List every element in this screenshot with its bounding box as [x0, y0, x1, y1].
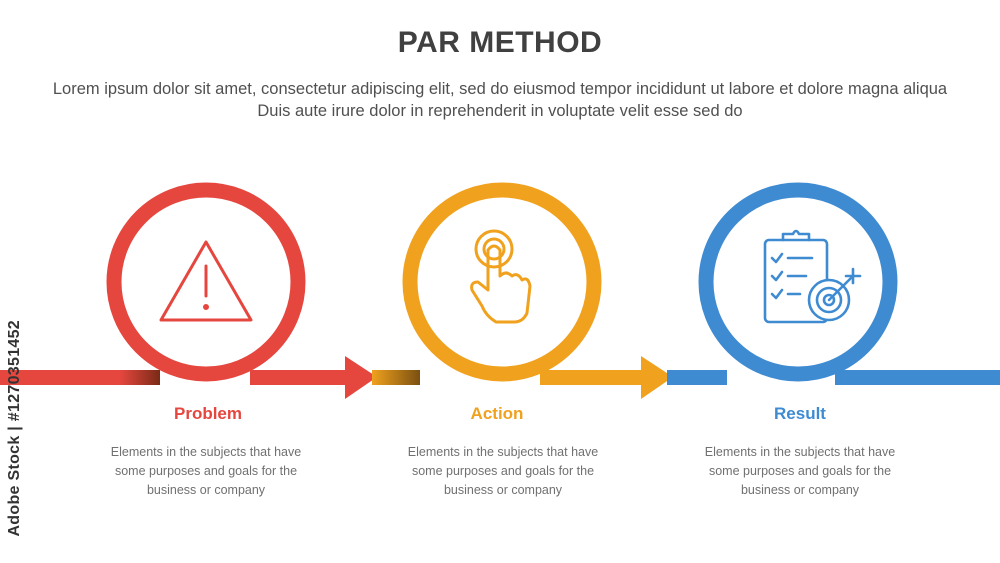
step-result-graphic	[667, 182, 1000, 385]
step-problem-band-shadow	[120, 370, 160, 385]
step-result-description: Elements in the subjects that have some …	[704, 445, 896, 497]
step-action-ring	[402, 182, 602, 382]
step-result-label: Result	[774, 404, 826, 423]
step-action-description: Elements in the subjects that have some …	[407, 445, 599, 497]
step-result-band-end	[835, 370, 1000, 385]
step-result-ring	[698, 182, 898, 382]
step-problem-band	[0, 370, 120, 385]
warning-triangle-icon	[159, 240, 253, 322]
step-action-band-shadow	[372, 370, 420, 385]
page-title: PAR METHOD	[397, 26, 603, 59]
stock-watermark: Adobe Stock | #1270351452	[6, 320, 23, 537]
step-action-arrow-shaft	[540, 370, 645, 385]
clipboard-target-icon	[763, 229, 862, 324]
step-action-arrow-head	[641, 356, 673, 399]
step-problem-graphic	[0, 182, 377, 399]
step-problem-arrow-shaft	[250, 370, 350, 385]
hand-tap-icon	[470, 229, 532, 324]
step-problem-label: Problem	[173, 404, 243, 423]
step-action-label: Action	[470, 404, 524, 423]
step-problem-arrow-head	[345, 356, 377, 399]
page-subtitle: Lorem ipsum dolor sit amet, consectetur …	[52, 80, 948, 120]
step-action-graphic	[372, 182, 673, 399]
step-problem-description: Elements in the subjects that have some …	[110, 445, 302, 497]
step-result-band-start	[667, 370, 727, 385]
